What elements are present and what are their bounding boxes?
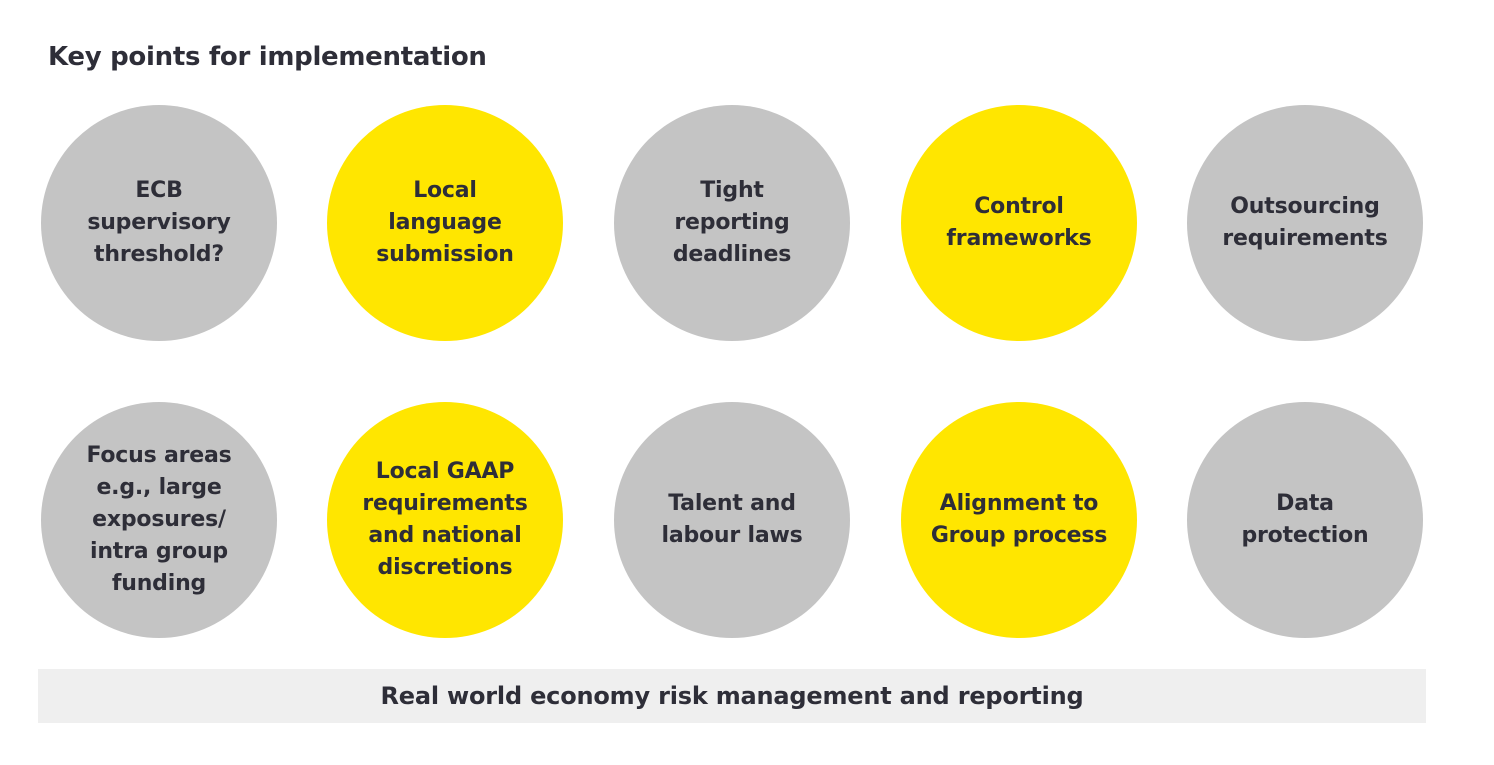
circle-label: Talent and labour laws [661,491,803,548]
circle-label: Tight reporting deadlines [672,178,792,267]
circle-control-frameworks: Control frameworks [901,105,1137,341]
circle-label: Control frameworks [946,194,1092,251]
diagram-title: Key points for implementation [48,42,487,72]
circle-tight-reporting-deadlines: Tight reporting deadlines [614,105,850,341]
circle-label: Alignment to Group process [930,491,1108,548]
circle-alignment-to-group-process: Alignment to Group process [901,402,1137,638]
circle-focus-areas: Focus areas e.g., large exposures/ intra… [41,402,277,638]
circle-label: Outsourcing requirements [1222,194,1388,251]
circle-label: Local language submission [376,178,514,267]
circle-label: Focus areas e.g., large exposures/ intra… [86,443,232,596]
footer-banner: Real world economy risk management and r… [38,669,1426,723]
circle-ecb-supervisory-threshold: ECB supervisory threshold? [41,105,277,341]
circle-local-gaap-requirements: Local GAAP requirements and national dis… [327,402,563,638]
circle-label: Data protection [1241,491,1369,548]
footer-label: Real world economy risk management and r… [380,682,1084,710]
circle-data-protection: Data protection [1187,402,1423,638]
circle-talent-and-labour-laws: Talent and labour laws [614,402,850,638]
circle-local-language-submission: Local language submission [327,105,563,341]
circle-label: ECB supervisory threshold? [87,178,231,267]
circle-label: Local GAAP requirements and national dis… [362,459,528,580]
circle-outsourcing-requirements: Outsourcing requirements [1187,105,1423,341]
